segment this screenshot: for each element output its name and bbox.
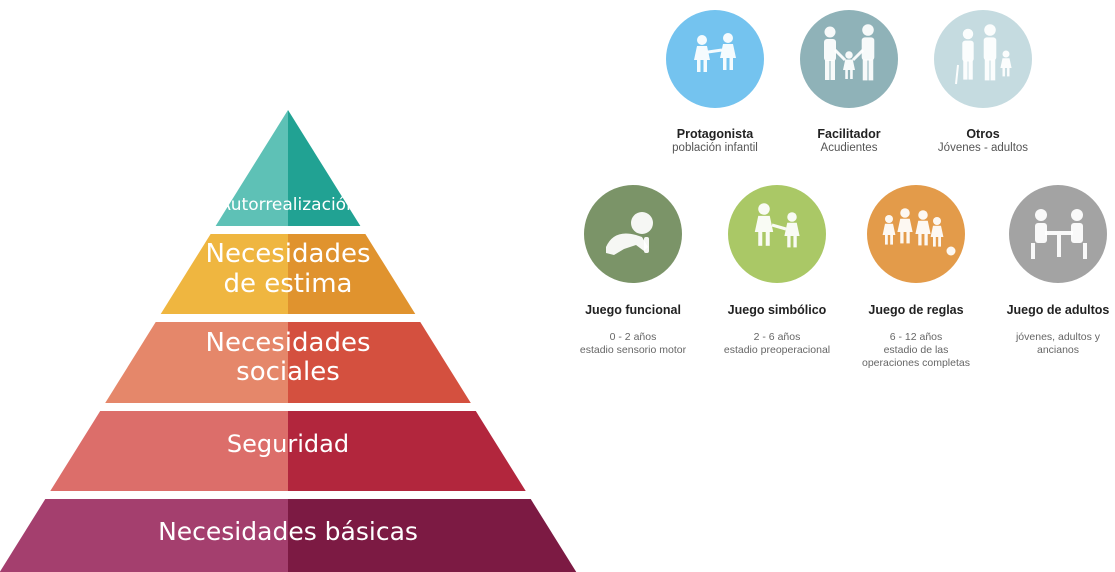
node-subtitle-line: Jóvenes - adultos [937,142,1029,154]
pyramid-level-right-half [288,411,526,491]
node-subtitle-line: jóvenes, adultos y [1015,331,1101,343]
two-children-icon [728,185,826,283]
node-title: Facilitador [817,127,881,141]
pyramid-level-left-half [0,499,288,572]
node-subtitle-line: Acudientes [820,142,878,154]
node-title: Juego simbólico [727,303,827,317]
children-playing-icon [666,10,764,108]
crawling-baby-icon [584,185,682,283]
node-subtitle-line: operaciones completas [862,357,970,369]
pyramid-level-left-half [105,322,288,403]
pyramid-level-label: Necesidades básicas [158,517,418,546]
pyramid-level-right-half [288,110,361,226]
pyramid-level-left-half [215,110,288,226]
adults-group-icon [934,10,1032,108]
pyramid-level-label: Autorrealización [219,195,357,215]
pyramid-level-1: Autorrealización [215,110,361,226]
pyramid-level-label: Necesidades [206,239,371,269]
node-subtitle: Acudientes [784,141,914,155]
node-title: Juego de reglas [868,303,964,317]
node-subtitle: población infantil [650,141,780,155]
node-title: Otros [966,127,1000,141]
node-title: Juego de adultos [1006,303,1110,317]
adults-table-icon [1009,185,1107,283]
family-icon [800,10,898,108]
node-subtitle-line: 6 - 12 años [889,331,943,343]
pyramid-level-label: sociales [236,357,340,387]
pyramid-level-left-half [50,411,289,491]
node-subtitle-line: estadio de las [883,344,949,356]
node-subtitle-line: población infantil [672,142,758,154]
node-subtitle: Jóvenes - adultos [918,141,1048,155]
node-subtitle-line: 0 - 2 años [609,331,657,343]
node-subtitle-line: estadio sensorio motor [579,344,687,356]
children-ball-icon [867,185,965,283]
node-subtitle-line: 2 - 6 años [753,331,801,343]
node-subtitle-line: estadio preoperacional [723,344,831,356]
pyramid-level-4: Seguridad [50,411,526,491]
pyramid-level-label: Seguridad [227,430,349,458]
pyramid-level-label: Necesidades [206,328,371,358]
node-title: Juego funcional [585,303,681,317]
node-subtitle-line: ancianos [1036,344,1080,356]
pyramid-level-right-half [288,322,471,403]
node-title: Protagonista [676,127,754,141]
pyramid-level-5: Necesidades básicas [0,499,577,572]
pyramid-level-right-half [288,499,577,572]
pyramid-level-left-half [160,234,288,314]
pyramid-level-label: de estima [224,269,353,299]
pyramid-level-right-half [288,234,416,314]
